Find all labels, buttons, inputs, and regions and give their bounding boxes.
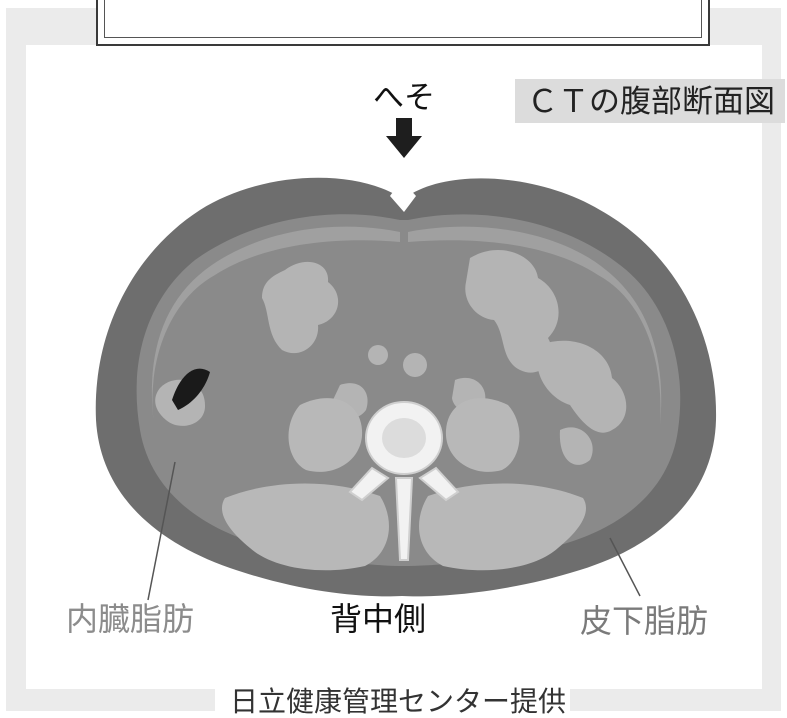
down-arrow-icon — [386, 118, 422, 158]
figure-title: ＣＴの腹部断面図 — [515, 79, 785, 123]
subcutaneous-fat-pointer — [609, 537, 641, 597]
back-muscles — [221, 398, 587, 571]
top-border-box — [96, 0, 710, 46]
intestines — [262, 250, 627, 465]
back-side-label: 背中側 — [330, 600, 427, 638]
subcutaneous-fat-label: 皮下脂肪 — [580, 602, 709, 640]
navel-label: へそ — [373, 80, 435, 116]
colon-air — [155, 368, 210, 426]
image-credit: 日立健康管理センター提供 — [230, 685, 567, 718]
visceral-fat-pointer — [147, 461, 176, 601]
visceral-fat-label: 内臓脂肪 — [66, 600, 195, 638]
